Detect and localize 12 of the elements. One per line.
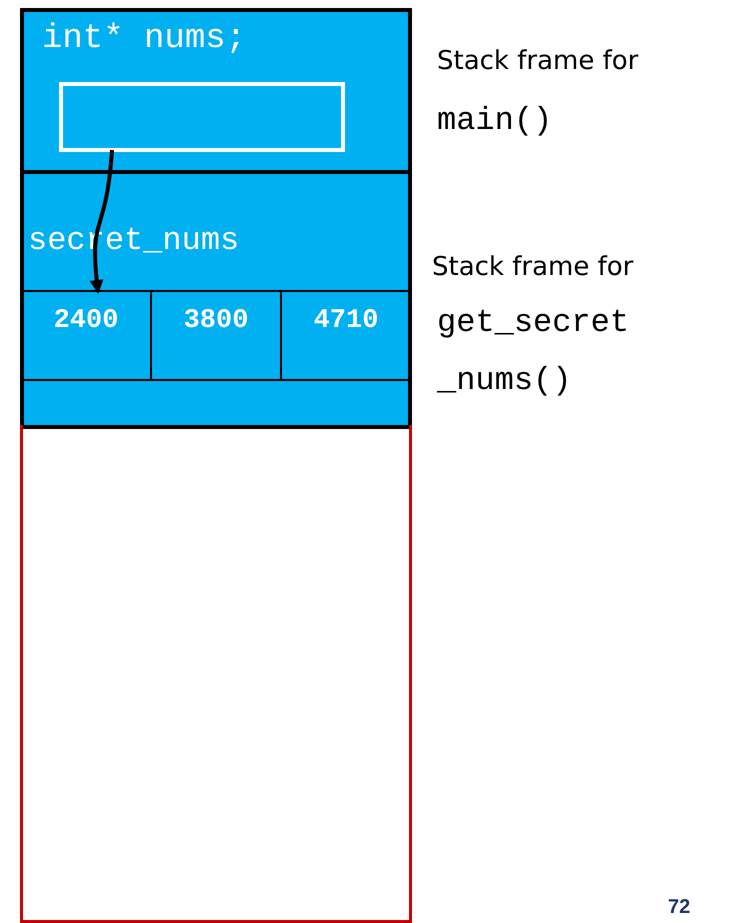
page-number: 72 [668, 896, 690, 919]
pointer-box [59, 82, 345, 152]
stack-region [20, 425, 412, 923]
array-value: 3800 [184, 306, 248, 336]
array-value: 2400 [54, 306, 118, 336]
function-name: main() [437, 101, 554, 141]
array-cell [150, 290, 282, 381]
frame-caption: Stack frame for [432, 252, 634, 282]
function-name: get_secret_nums() [437, 303, 630, 401]
array-value: 4710 [314, 306, 378, 336]
variable-declaration: int* nums; [42, 20, 246, 58]
frame-caption: Stack frame for [437, 46, 638, 76]
